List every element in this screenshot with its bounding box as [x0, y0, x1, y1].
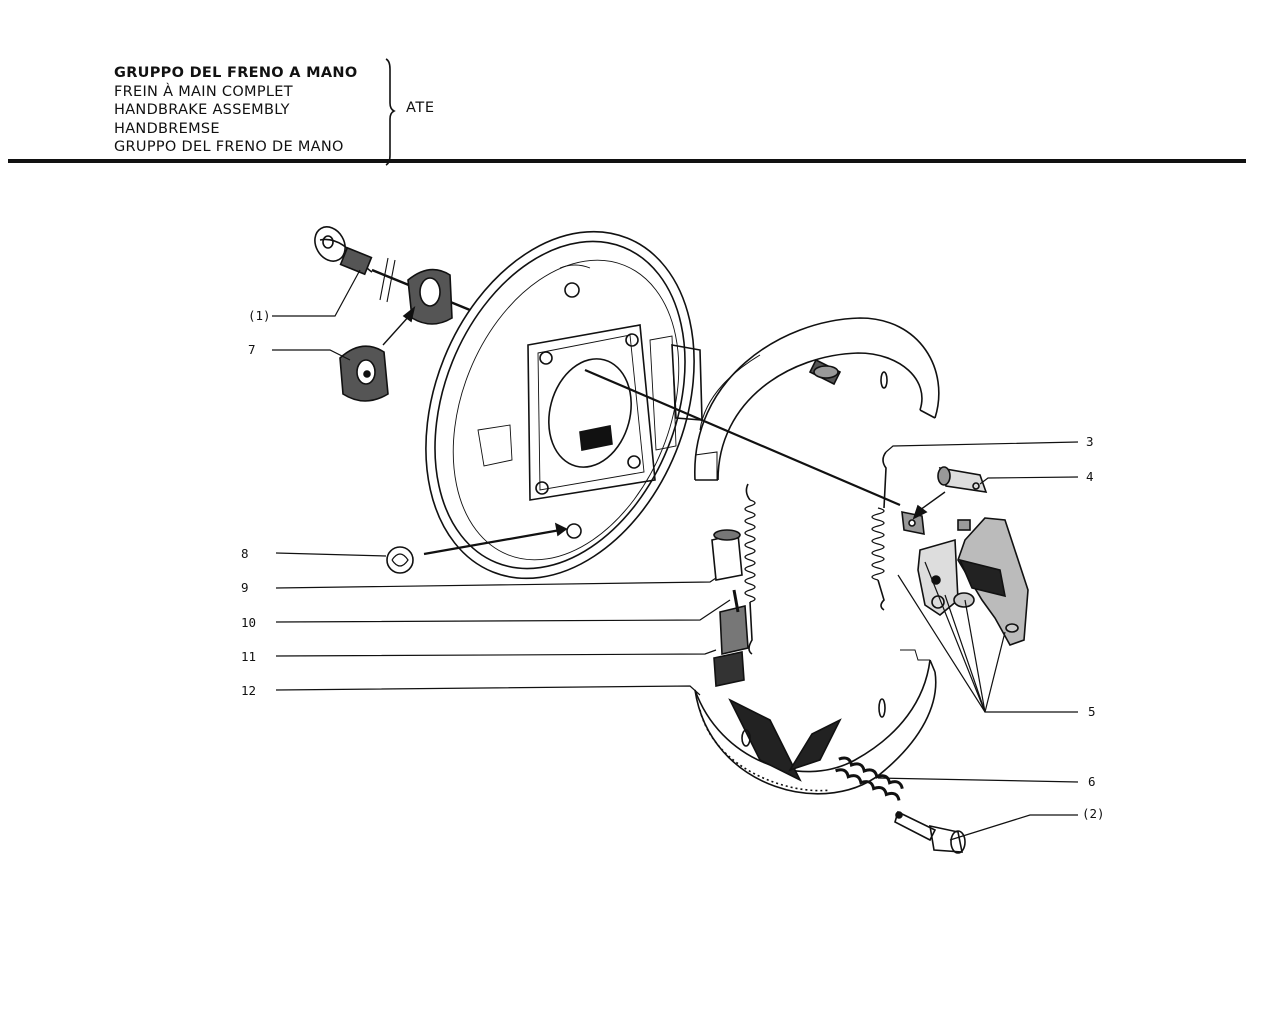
hold-down-pin: [894, 810, 966, 854]
rubber-grommet: [339, 268, 453, 402]
callout-9: 9: [241, 580, 249, 595]
title-french: FREIN À MAIN COMPLET: [114, 83, 293, 100]
callout-1: (1): [248, 308, 271, 323]
handbrake-cable: [314, 226, 901, 507]
callout-2: (2): [1082, 806, 1105, 821]
callout-3: 3: [1086, 434, 1094, 449]
title-german: HANDBREMSE: [114, 120, 220, 137]
callout-8: 8: [241, 546, 249, 561]
callout-7: 7: [248, 342, 256, 357]
callout-6: 6: [1088, 774, 1096, 789]
brace-divider: [385, 58, 396, 166]
hold-down-spring: [835, 756, 904, 801]
shoe-return-spring-left: [744, 483, 756, 655]
handbrake-lever: [917, 517, 1029, 646]
title-italian: GRUPPO DEL FRENO A MANO: [114, 65, 358, 81]
leader-lines: [272, 269, 1079, 841]
shoe-adjuster: [711, 529, 749, 687]
callout-4: 4: [1086, 469, 1094, 484]
manufacturer-label: ATE: [406, 100, 435, 116]
callout-10: 10: [241, 615, 257, 630]
callout-12: 12: [241, 683, 257, 698]
upper-brake-shoe: [694, 317, 940, 481]
page-header: GRUPPO DEL FRENO A MANO FREIN À MAIN COM…: [0, 0, 1280, 180]
header-rule: [8, 159, 1246, 163]
shoe-return-spring-right: [871, 451, 887, 611]
callout-5: 5: [1088, 704, 1096, 719]
title-spanish: GRUPPO DEL FRENO DE MANO: [114, 139, 344, 155]
backing-plate: [425, 230, 703, 580]
retaining-clip: [386, 522, 568, 574]
callout-11: 11: [241, 649, 257, 664]
title-english: HANDBRAKE ASSEMBLY: [114, 102, 290, 118]
assembly-title-block: GRUPPO DEL FRENO A MANO FREIN À MAIN COM…: [114, 64, 357, 157]
clevis-fork: [901, 466, 988, 535]
